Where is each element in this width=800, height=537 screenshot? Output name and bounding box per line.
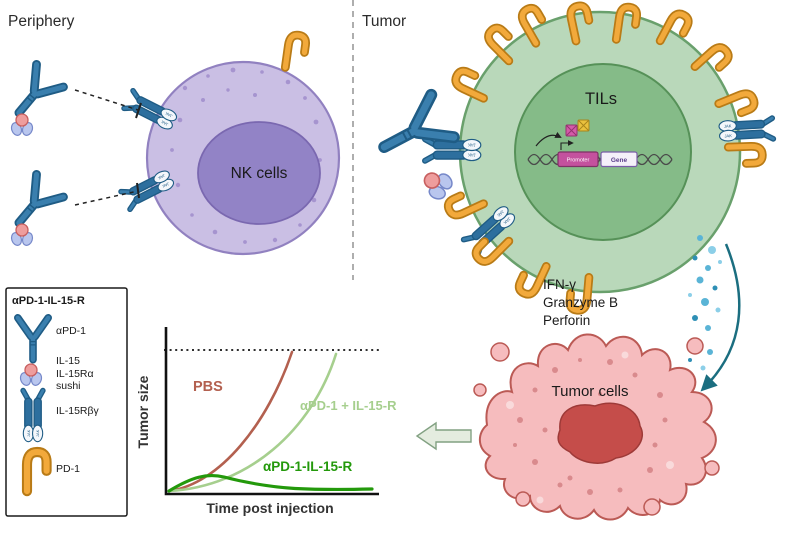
il15-module-icon [9, 113, 35, 138]
periphery-title: Periphery [8, 13, 75, 30]
legend-apd1-label: αPD-1 [56, 325, 86, 337]
cytokine-arrow [700, 243, 741, 392]
cytokine-dots [688, 235, 722, 371]
til-cell: TILs Promoter Gene [373, 4, 773, 311]
il15-receptor-icon [719, 118, 773, 141]
transcription-factor-icons [565, 119, 590, 137]
cytokine-labels: IFN-γ Granzyme B Perforin [543, 277, 618, 328]
fusion-molecule-2 [5, 174, 63, 248]
promoter-label: Promoter [567, 158, 590, 164]
cytokine-stream [688, 235, 741, 392]
inhibition-link-1 [74, 89, 142, 119]
tumor-cells: Tumor cells [473, 333, 720, 521]
apd1-il15r-series-label: αPD-1-IL-15-R [263, 459, 353, 474]
nk-cell: NK cells [121, 34, 341, 256]
dna-strand [527, 153, 673, 166]
transcription-start-arrow [560, 139, 574, 150]
legend-title: αPD-1-IL-15-R [12, 295, 85, 307]
molecule-legend: αPD-1-IL-15-R αPD-1 IL-15 IL-15Rα sushi … [5, 287, 128, 517]
granzyme-b-label: Granzyme B [543, 295, 618, 310]
legend-sushi-label: sushi [56, 380, 81, 392]
promoter-box [557, 151, 599, 168]
bound-fusion-molecule [373, 95, 458, 206]
antibody-icon [5, 64, 63, 124]
tumor-speckles [513, 358, 668, 495]
pbs-series-label: PBS [193, 379, 223, 395]
nk-granules [170, 67, 322, 244]
gene-label: Gene [611, 157, 628, 164]
y-axis-label: Tumor size [135, 375, 151, 448]
antibody-icon [5, 174, 63, 234]
tumor-satellite-cells [473, 337, 720, 516]
fusion-molecule-1 [5, 64, 63, 138]
apd1-il15r-curve [167, 473, 374, 493]
pbs-curve [167, 350, 294, 493]
legend-il15ra-label: IL-15Rα [56, 368, 94, 380]
x-axis-label: Time post injection [206, 500, 333, 516]
legend-pd1-label: PD-1 [56, 463, 80, 475]
apd1-plus-il15r-series-label: αPD-1 + IL-15-R [300, 398, 397, 413]
tumor-growth-chart: PBS αPD-1 + IL-15-R αPD-1-IL-15-R Time p… [135, 327, 397, 516]
ifn-gamma-label: IFN-γ [543, 277, 576, 292]
tils-label: TILs [585, 90, 617, 108]
inhibition-link-2 [74, 182, 140, 206]
nk-nucleus [197, 121, 321, 225]
il15-module-icon [9, 223, 35, 248]
apd1-plus-il15r-curve [167, 352, 338, 493]
legend-il15rbg-label: IL-15Rβγ [56, 405, 100, 417]
legend-il15-label: IL-15 [56, 355, 80, 367]
perforin-label: Perforin [543, 313, 590, 328]
tumor-to-chart-arrow [415, 421, 472, 451]
nk-cells-label: NK cells [231, 165, 288, 182]
signaling-arrow [535, 131, 562, 147]
pd1-receptor-icon [285, 34, 306, 70]
tumor-cells-label: Tumor cells [552, 383, 629, 400]
gene-box [600, 151, 638, 168]
tumor-title: Tumor [362, 13, 406, 30]
chart-axes [164, 327, 379, 496]
tumor-vacuoles [506, 351, 674, 504]
tumor-nucleus [557, 402, 643, 464]
